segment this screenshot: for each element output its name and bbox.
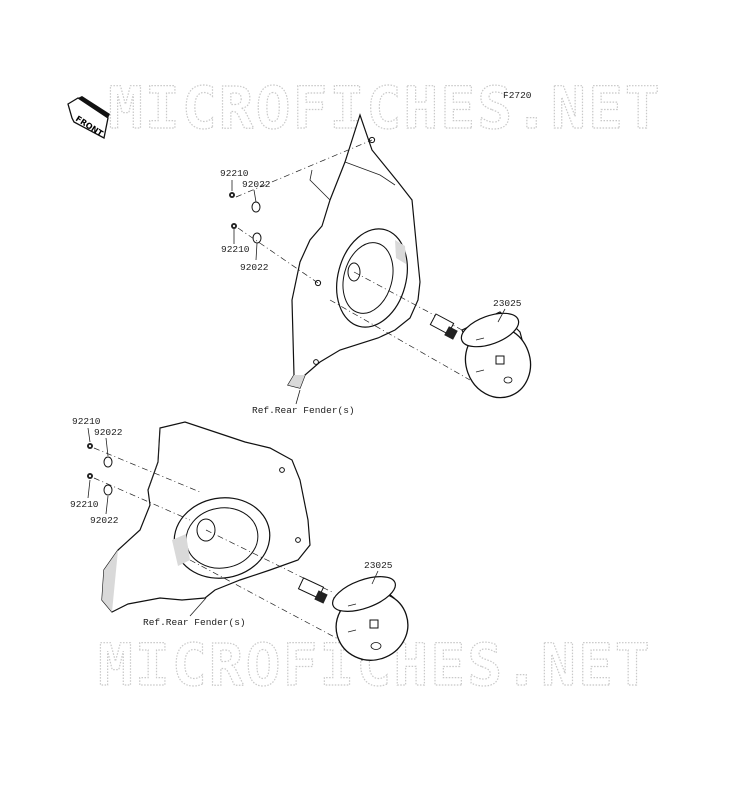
lower-tail-lamp <box>189 529 409 661</box>
lower-washer-1 <box>103 456 113 468</box>
upper-tail-lamp <box>329 271 532 399</box>
lower-washer-2 <box>103 484 113 496</box>
upper-washer-label-1: 92022 <box>242 179 271 190</box>
upper-washer-2 <box>252 232 262 244</box>
lower-fender-ref-label: Ref.Rear Fender(s) <box>143 617 246 628</box>
upper-nut-label-1: 92210 <box>220 168 249 179</box>
watermark-top: MICROFICHES.NET <box>108 74 662 142</box>
lower-nut-2 <box>87 473 93 479</box>
upper-assembly: 92210 92022 92210 92022 23025 Ref.Rear F… <box>220 113 532 416</box>
upper-washer-label-2: 92022 <box>240 262 269 273</box>
lower-nut-label-1: 92210 <box>72 416 101 427</box>
upper-lamp-label: 23025 <box>493 298 522 309</box>
upper-fender-ref-label: Ref.Rear Fender(s) <box>252 405 355 416</box>
lower-nut-label-2: 92210 <box>70 499 99 510</box>
upper-nut-label-2: 92210 <box>221 244 250 255</box>
lower-assembly: 92210 92022 92210 92022 23025 Ref.Rear F… <box>70 416 409 661</box>
upper-rear-fender <box>287 113 421 389</box>
lower-washer-label-1: 92022 <box>94 427 123 438</box>
lower-rear-fender <box>101 421 311 613</box>
upper-nut-2 <box>231 223 237 229</box>
front-arrow-icon: FRONT <box>67 96 110 139</box>
lower-lamp-label: 23025 <box>364 560 393 571</box>
figure-code: F2720 <box>503 90 532 101</box>
lower-washer-label-2: 92022 <box>90 515 119 526</box>
upper-washer-1 <box>251 201 261 213</box>
lower-nut-1 <box>87 443 93 449</box>
upper-nut-1 <box>229 192 235 198</box>
